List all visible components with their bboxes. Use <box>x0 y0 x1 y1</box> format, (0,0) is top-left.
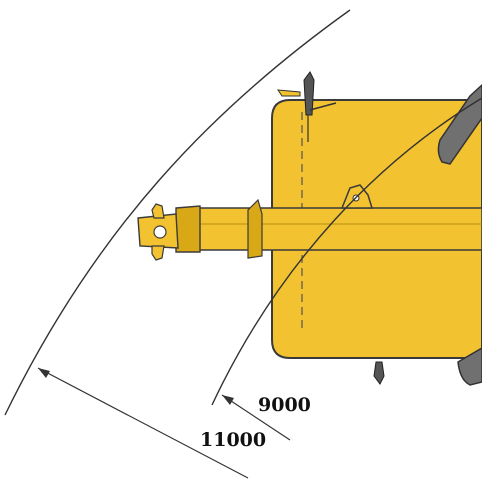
head-pivot <box>153 225 167 239</box>
head-collar <box>175 205 201 253</box>
inner-radius-arc <box>211 97 482 406</box>
rear-light <box>373 361 385 385</box>
outer-dimension-line <box>37 367 249 479</box>
dimension-leaders <box>37 367 291 479</box>
inner-radius-label: 9000 <box>258 394 311 416</box>
head-top-lug <box>151 203 165 219</box>
outer-radius-arc <box>4 9 351 416</box>
boom-bracket <box>247 198 263 259</box>
rear-right-wheel <box>457 347 482 386</box>
outer-radius-label: 11000 <box>200 429 266 451</box>
work-head <box>137 203 201 261</box>
mirror-assembly <box>277 71 337 142</box>
outer-dimension-arrow <box>38 368 50 378</box>
inner-dimension-line <box>221 394 291 441</box>
mirror <box>303 71 315 116</box>
mirror-arm <box>277 89 301 97</box>
head-bottom-lug <box>151 245 165 261</box>
mirror-strut <box>309 102 337 111</box>
inner-dimension-arrow <box>222 395 234 405</box>
